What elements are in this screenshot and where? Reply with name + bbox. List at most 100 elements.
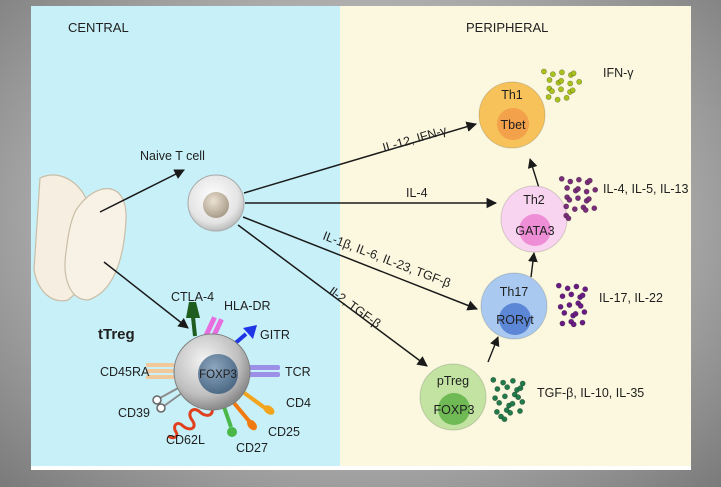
cytokine-dot xyxy=(490,376,497,383)
cytokine-dot xyxy=(586,196,592,202)
cytokine-dot xyxy=(559,293,566,300)
cytokine-dot xyxy=(581,309,588,315)
cytokine-dot xyxy=(515,394,522,401)
cytokine-dot xyxy=(591,205,598,212)
cytokine-dot xyxy=(519,398,526,405)
cytokine-dot xyxy=(564,185,570,191)
cytokine-dot xyxy=(563,203,570,210)
cytokine-dot xyxy=(566,302,573,308)
cytokine-dot xyxy=(570,321,577,328)
cytokine-dot xyxy=(558,175,565,182)
th2-cytokines: IL-4, IL-5, IL-13 xyxy=(603,182,689,196)
cytokine-dot xyxy=(567,80,574,87)
arrow-th17-to-th2 xyxy=(528,252,538,278)
cytokine-dot xyxy=(577,302,584,309)
cytokine-dot xyxy=(566,196,573,203)
cd27-receptor-icon xyxy=(222,406,237,437)
th1-factor: Tbet xyxy=(500,118,526,132)
th17-name: Th17 xyxy=(500,285,529,299)
label-hladr: HLA-DR xyxy=(224,299,271,313)
label-gitr: GITR xyxy=(260,328,290,342)
cytokine-dot xyxy=(545,94,552,100)
cytokine-dot xyxy=(510,377,516,384)
cytokine-dot xyxy=(554,96,561,103)
cytokine-dot xyxy=(494,386,501,392)
cd62l-receptor-icon xyxy=(167,404,214,440)
cytokine-dot xyxy=(569,87,576,94)
label-cd27: CD27 xyxy=(236,441,268,455)
arrow-thymus-to-naive xyxy=(99,169,185,213)
cytokine-dot xyxy=(504,384,511,391)
cytokine-dot xyxy=(583,188,590,195)
cytokine-dot xyxy=(549,88,555,95)
cytokine-dot xyxy=(517,385,524,391)
arrow-to-ptreg xyxy=(237,224,428,367)
cytokine-dot xyxy=(579,292,586,299)
label-cd45ra: CD45RA xyxy=(100,365,150,379)
cytokine-dot xyxy=(557,303,564,310)
th2-factor: GATA3 xyxy=(515,224,554,238)
cytokine-dot xyxy=(511,391,518,398)
ptreg-cytokine-dots xyxy=(490,376,526,423)
cytokine-dot xyxy=(507,409,514,416)
ptreg-name: pTreg xyxy=(437,374,469,388)
ptreg-factor: FOXP3 xyxy=(434,403,475,417)
th17-cytokine-dots xyxy=(555,282,589,328)
arrow-th2-to-th1 xyxy=(527,158,540,189)
th1-cytokines: IFN-γ xyxy=(603,66,634,80)
label-arrow-th2: IL-4 xyxy=(406,186,428,200)
ptreg-cell: pTreg FOXP3 xyxy=(419,363,487,431)
label-cd62l: CD62L xyxy=(166,433,205,447)
peripheral-header: PERIPHERAL xyxy=(466,20,548,35)
ifn-gamma-dots xyxy=(541,68,583,103)
thymus-icon xyxy=(33,174,127,302)
cytokine-dot xyxy=(546,77,553,83)
cytokine-dot xyxy=(586,177,593,184)
cytokine-dot xyxy=(559,320,566,327)
cytokine-dot xyxy=(582,207,589,213)
cytokine-dot xyxy=(558,86,564,93)
cytokine-dot xyxy=(575,195,581,201)
th2-cell: Th2 GATA3 xyxy=(500,185,568,253)
th17-cell: Th17 RORγt xyxy=(480,272,548,340)
cytokine-dot xyxy=(500,379,506,386)
cytokine-dot xyxy=(573,283,580,290)
arrow-to-th1 xyxy=(243,121,478,194)
cytokine-dot xyxy=(565,215,572,222)
ttreg-nucleus-label: FOXP3 xyxy=(199,369,237,381)
ttreg-title: tTreg xyxy=(98,326,135,343)
cytokine-dot xyxy=(576,176,582,183)
bottom-border xyxy=(31,466,691,470)
th2-name: Th2 xyxy=(523,193,545,207)
naive-t-cell xyxy=(187,174,245,232)
label-ctla4: CTLA-4 xyxy=(171,290,214,304)
naive-cell-label: Naive T cell xyxy=(140,149,205,163)
cytokine-dot xyxy=(568,291,575,298)
label-tcr: TCR xyxy=(285,365,311,379)
th1-name: Th1 xyxy=(501,88,523,102)
th17-cytokines: IL-17, IL-22 xyxy=(599,291,663,305)
cytokine-dot xyxy=(517,408,523,414)
cytokine-dot xyxy=(575,185,581,192)
label-cd4: CD4 xyxy=(286,396,311,410)
cytokine-dot xyxy=(501,393,508,400)
tcr-receptor-icon xyxy=(245,365,280,377)
cytokine-dot xyxy=(572,310,579,317)
cytokine-dot xyxy=(509,400,516,407)
cd25-receptor-icon xyxy=(232,401,257,431)
cytokine-dot xyxy=(558,77,565,84)
central-header: CENTRAL xyxy=(68,20,129,35)
cytokine-dot xyxy=(501,416,508,423)
cytokine-dot xyxy=(559,69,565,76)
cytokine-dot xyxy=(498,413,504,420)
cytokine-dot xyxy=(576,78,583,85)
cd45ra-receptor-icon xyxy=(146,363,174,379)
cytokine-dot xyxy=(571,206,578,212)
cytokine-dot xyxy=(496,399,503,406)
cytokine-dot xyxy=(564,285,571,292)
arrow-ptreg-to-th17 xyxy=(487,336,500,363)
cytokine-dot xyxy=(567,178,574,185)
cytokine-dot xyxy=(503,407,510,413)
cytokine-dot xyxy=(492,395,498,401)
